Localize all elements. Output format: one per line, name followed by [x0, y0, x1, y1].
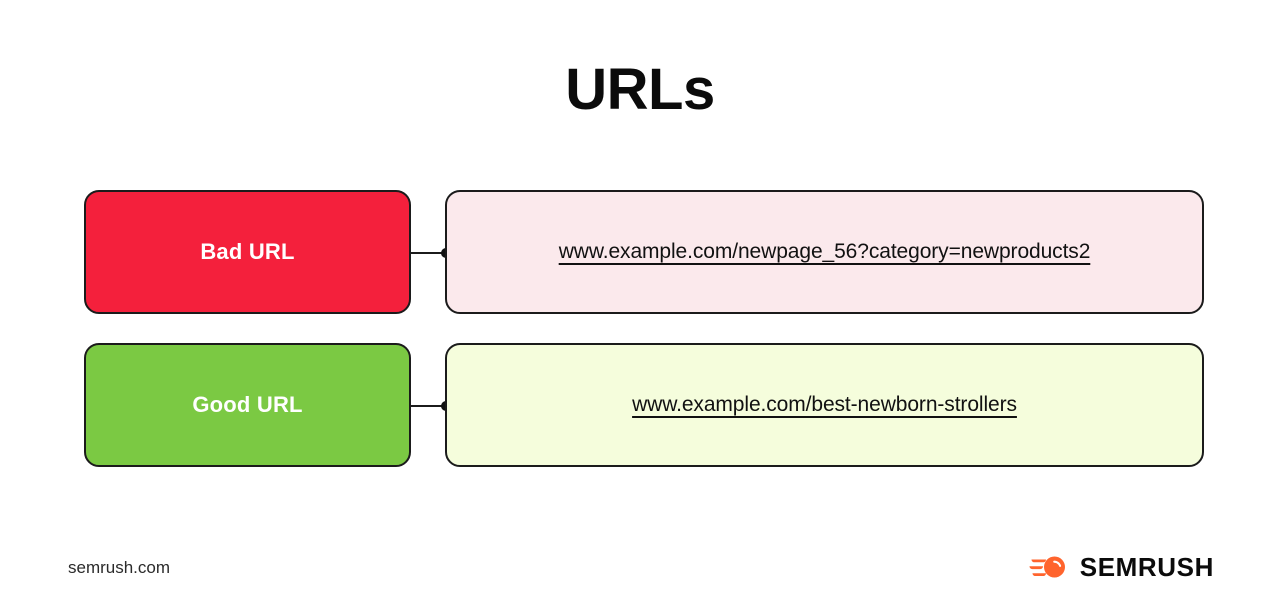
good-url-row: Good URL www.example.com/best-newborn-st…	[84, 343, 1204, 467]
bad-url-value: www.example.com/newpage_56?category=newp…	[558, 240, 1091, 263]
semrush-logo: SEMRUSH	[1029, 552, 1214, 582]
good-url-connector	[411, 401, 451, 411]
bad-url-row: Bad URL www.example.com/newpage_56?categ…	[84, 190, 1204, 314]
semrush-comet-icon	[1029, 556, 1065, 578]
good-url-value: www.example.com/best-newborn-strollers	[632, 393, 1017, 416]
comet-crescent-icon	[1052, 560, 1061, 567]
good-url-label-box: Good URL	[84, 343, 411, 467]
bad-url-label-box: Bad URL	[84, 190, 411, 314]
good-url-label: Good URL	[192, 392, 303, 417]
semrush-wordmark: SEMRUSH	[1079, 552, 1214, 582]
bad-url-connector	[411, 248, 451, 258]
good-url-panel: www.example.com/best-newborn-strollers	[445, 343, 1204, 467]
footer-site-label: semrush.com	[68, 558, 171, 577]
bad-url-panel: www.example.com/newpage_56?category=newp…	[445, 190, 1204, 314]
page-title: URLs	[565, 57, 715, 122]
bad-url-label: Bad URL	[200, 239, 295, 264]
